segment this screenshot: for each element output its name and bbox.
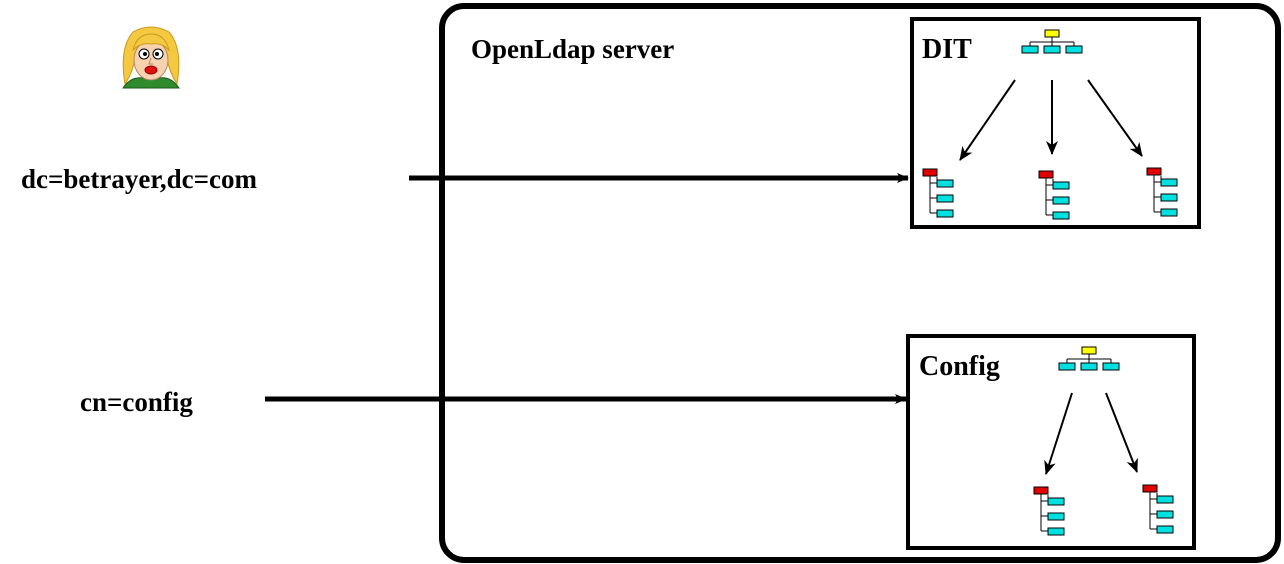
openldap-server-box bbox=[439, 3, 1281, 563]
dit-label: DIT bbox=[922, 34, 972, 65]
config-arrow-right bbox=[1105, 392, 1138, 473]
config-arrow-left bbox=[1044, 392, 1073, 475]
cn-input-label: cn=config bbox=[80, 387, 193, 417]
dit-arrow-right bbox=[1087, 79, 1143, 157]
dit-subtree-icon-3 bbox=[1146, 167, 1178, 217]
dc-input-label: dc=betrayer,dc=com bbox=[21, 164, 257, 194]
dit-subtree-icon-2 bbox=[1038, 170, 1070, 220]
user-avatar-icon bbox=[122, 26, 180, 89]
config-box bbox=[906, 334, 1196, 550]
config-tree-icon bbox=[1058, 346, 1120, 371]
server-label: OpenLdap server bbox=[471, 34, 675, 64]
dit-subtree-icon-1 bbox=[922, 168, 954, 218]
dit-box bbox=[910, 17, 1201, 229]
config-subtree-icon-1 bbox=[1033, 486, 1065, 536]
dit-arrow-left bbox=[959, 79, 1016, 161]
config-label: Config bbox=[919, 351, 1000, 382]
dit-tree-icon bbox=[1021, 29, 1083, 54]
config-subtree-icon-2 bbox=[1142, 484, 1174, 534]
